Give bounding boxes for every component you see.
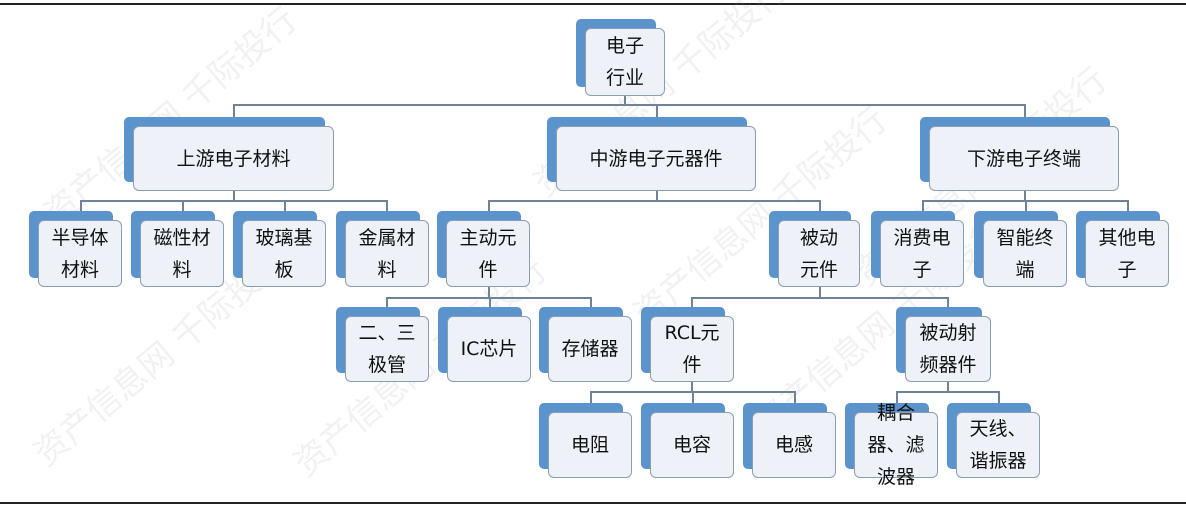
connector-line [691,297,949,299]
node-diode: 二、三极管 [336,307,429,382]
node-inductor: 电感 [743,403,836,478]
connector-line [489,297,491,307]
connector-line [947,297,949,307]
node-magnetic: 磁性材料 [131,211,224,287]
node-metal: 金属材料 [336,211,429,287]
node-label: 被动射频器件 [905,316,991,382]
connector-line [1025,200,1027,211]
node-label: 智能终端 [983,220,1067,287]
connector-line [896,391,898,403]
connector-line [386,200,388,211]
node-smart: 智能终端 [974,211,1067,287]
connector-line [656,104,658,117]
node-passive: 被动元件 [769,211,860,287]
connector-line [80,200,388,202]
connector-line [947,382,949,391]
node-label: 玻璃基板 [242,220,326,287]
connector-line [624,96,626,104]
node-root: 电子行业 [576,19,665,96]
node-active: 主动元件 [437,211,530,287]
connector-line [488,200,821,202]
node-label: 电阻 [548,412,632,478]
node-label: 中游电子元器件 [556,126,756,191]
node-memory: 存储器 [539,307,632,382]
connector-line [488,287,490,297]
connector-line [1024,191,1026,200]
node-consumer: 消费电子 [871,211,964,287]
connector-line [488,200,490,211]
connector-line [386,297,592,299]
node-label: IC芯片 [447,316,531,382]
node-label: 金属材料 [345,220,429,287]
node-antenna: 天线、谐振器 [947,403,1040,478]
connector-line [233,104,1026,106]
node-label: 电容 [650,412,734,478]
connector-line [794,391,796,403]
node-coupler: 耦合器、滤波器 [845,402,938,488]
node-label: 上游电子材料 [133,126,334,191]
connector-line [233,104,235,117]
node-label: 电感 [752,412,836,478]
connector-line [80,200,82,211]
connector-line [819,200,821,211]
connector-line [386,297,388,307]
connector-line [691,297,693,307]
connector-line [233,191,235,200]
connector-line [284,200,286,211]
node-midstream: 中游电子元器件 [547,117,756,191]
connector-line [998,391,1000,403]
connector-line [1024,104,1026,117]
node-label: 天线、谐振器 [956,412,1040,478]
node-label: 下游电子终端 [929,126,1119,191]
node-label: 磁性材料 [140,220,224,287]
node-label: 耦合器、滤波器 [854,402,938,488]
connector-line [656,191,658,200]
node-downstream: 下游电子终端 [920,117,1119,191]
node-capacitor: 电容 [641,403,734,478]
node-label: 其他电子 [1085,220,1169,287]
node-label: 主动元件 [446,220,530,287]
connector-line [590,391,592,403]
node-rcl: RCL元件 [641,307,734,382]
node-label: 存储器 [548,316,632,382]
node-ic: IC芯片 [438,307,531,382]
node-label: 电子行业 [585,28,665,96]
connector-line [182,200,184,211]
node-other: 其他电子 [1076,211,1169,287]
node-glass: 玻璃基板 [233,211,326,287]
bottom-rule [0,502,1186,504]
node-semiconductor: 半导体材料 [29,211,122,287]
connector-line [1127,200,1129,211]
node-resistor: 电阻 [539,403,632,478]
node-label: 被动元件 [778,220,860,287]
connector-line [819,287,821,297]
node-upstream: 上游电子材料 [124,117,334,191]
node-rf: 被动射频器件 [896,307,991,382]
node-label: 消费电子 [880,220,964,287]
connector-line [691,382,693,391]
top-rule [0,3,1186,5]
node-label: 二、三极管 [345,316,429,382]
connector-line [922,200,924,211]
connector-line [590,297,592,307]
node-label: RCL元件 [650,316,734,382]
connector-line [896,391,1000,393]
node-label: 半导体材料 [38,220,122,287]
connector-line [692,391,694,403]
